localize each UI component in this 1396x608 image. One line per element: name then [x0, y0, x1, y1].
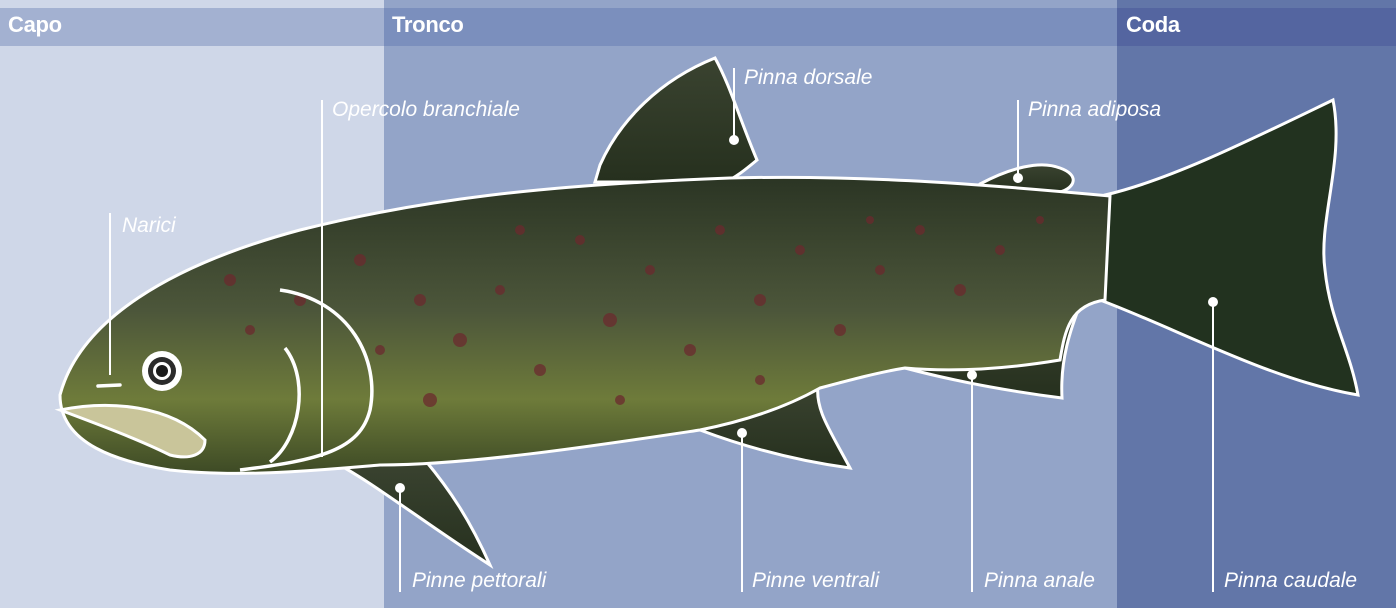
dorsal-fin-shape	[595, 58, 757, 182]
label-pinne-pettorali: Pinne pettorali	[412, 569, 548, 592]
caudal-fin-shape	[1100, 100, 1358, 395]
nostril-mark	[98, 385, 120, 386]
label-pinna-anale: Pinna anale	[984, 569, 1095, 592]
label-pinna-dorsale: Pinna dorsale	[744, 66, 872, 89]
label-pinna-caudale: Pinna caudale	[1224, 569, 1357, 592]
pectoral-fin-shape	[330, 460, 490, 565]
fish-body-shape	[60, 177, 1110, 473]
label-pinna-adiposa: Pinna adiposa	[1028, 98, 1161, 121]
eye-icon	[142, 351, 182, 391]
label-narici: Narici	[122, 214, 177, 237]
label-pinne-ventrali: Pinne ventrali	[752, 569, 881, 592]
label-opercolo-branchiale: Opercolo branchiale	[332, 98, 520, 121]
